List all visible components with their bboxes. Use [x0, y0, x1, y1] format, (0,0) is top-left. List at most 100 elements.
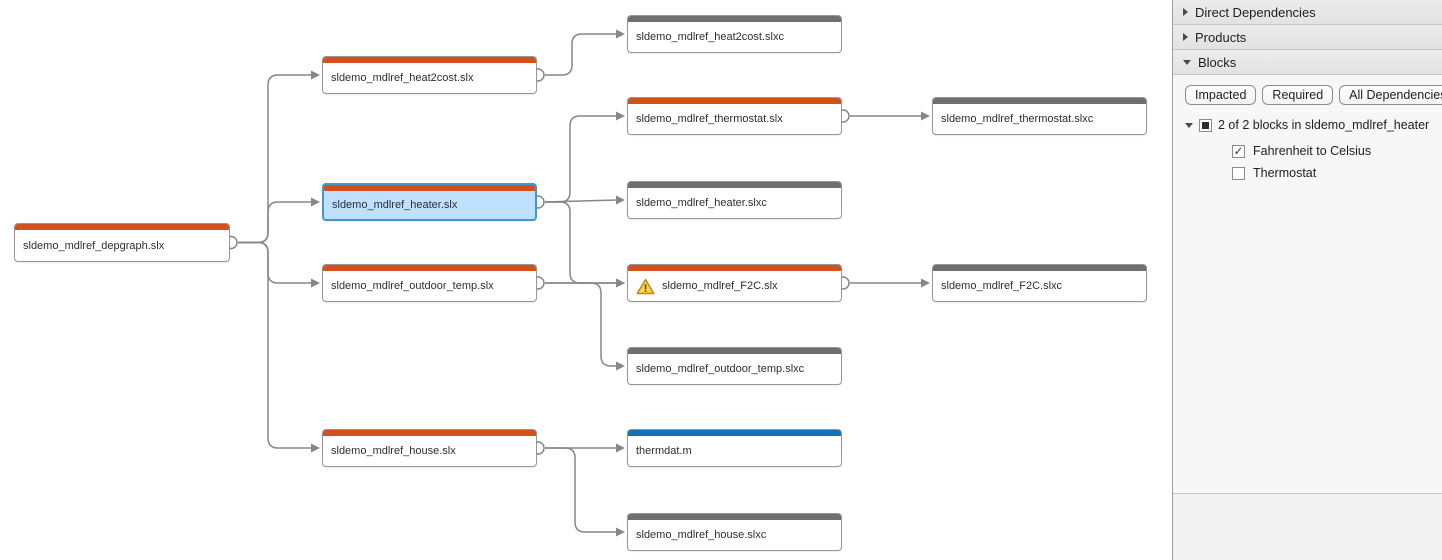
blocks-tree-children: ✓ Fahrenheit to Celsius Thermostat [1185, 140, 1434, 184]
arrowhead-icon [616, 195, 625, 205]
checkbox-partial-fill [1202, 121, 1209, 129]
node-status-bar [15, 224, 229, 230]
node-label: sldemo_mdlref_F2C.slx [662, 280, 778, 292]
node-label-row: sldemo_mdlref_outdoor_temp.slx [323, 271, 536, 301]
arrowhead-icon [616, 527, 625, 537]
graph-node-f2c_slx[interactable]: sldemo_mdlref_F2C.slx [627, 264, 842, 302]
graph-node-heat2cost_slx[interactable]: sldemo_mdlref_heat2cost.slx [322, 56, 537, 94]
node-label: sldemo_mdlref_heat2cost.slx [331, 72, 474, 84]
section-header-blocks[interactable]: Blocks [1173, 50, 1442, 75]
tree-collapse-icon[interactable] [1185, 122, 1193, 128]
dependency-graph-canvas[interactable]: sldemo_mdlref_depgraph.slx sldemo_mdlref_… [0, 0, 1172, 560]
node-label-row: sldemo_mdlref_house.slx [323, 436, 536, 466]
filter-button-row: Impacted Required All Dependencies [1185, 85, 1442, 105]
node-status-bar [628, 182, 841, 188]
node-label: sldemo_mdlref_heater.slx [332, 199, 458, 211]
graph-node-depgraph_slx[interactable]: sldemo_mdlref_depgraph.slx [14, 223, 230, 262]
node-label-row: thermdat.m [628, 436, 841, 466]
block-item-thermostat[interactable]: Thermostat [1185, 162, 1434, 184]
graph-node-heater_slx[interactable]: sldemo_mdlref_heater.slx [322, 183, 537, 221]
section-label: Products [1195, 29, 1247, 45]
warning-icon [636, 278, 655, 294]
graph-node-thermostat_slxc[interactable]: sldemo_mdlref_thermostat.slxc [932, 97, 1147, 135]
node-label: sldemo_mdlref_house.slxc [636, 529, 767, 541]
section-label: Blocks [1198, 54, 1237, 70]
section-header-direct-dependencies[interactable]: Direct Dependencies [1173, 0, 1442, 25]
arrowhead-icon [311, 197, 320, 207]
blocks-section-body: Impacted Required All Dependencies 2 of … [1173, 75, 1442, 184]
graph-node-heater_slxc[interactable]: sldemo_mdlref_heater.slxc [627, 181, 842, 219]
node-label-row: sldemo_mdlref_F2C.slxc [933, 271, 1146, 301]
graph-node-house_slxc[interactable]: sldemo_mdlref_house.slxc [627, 513, 842, 551]
node-label: sldemo_mdlref_thermostat.slx [636, 113, 783, 125]
node-status-bar [628, 430, 841, 436]
checkmark-icon: ✓ [1233, 144, 1244, 158]
node-status-bar [628, 98, 841, 104]
node-label-row: sldemo_mdlref_heat2cost.slxc [628, 22, 841, 52]
node-label-row: sldemo_mdlref_heater.slx [324, 191, 535, 219]
node-label-row: sldemo_mdlref_heater.slxc [628, 188, 841, 218]
node-label-row: sldemo_mdlref_thermostat.slxc [933, 104, 1146, 134]
arrowhead-icon [616, 443, 625, 453]
node-label: sldemo_mdlref_heater.slxc [636, 197, 767, 209]
section-label: Direct Dependencies [1195, 4, 1316, 20]
unchecked-checkbox[interactable] [1232, 166, 1245, 180]
blocks-root-checkbox[interactable] [1199, 118, 1212, 132]
dependency-edge [545, 115, 617, 203]
node-label-row: sldemo_mdlref_heat2cost.slx [323, 63, 536, 93]
impacted-filter-button[interactable]: Impacted [1185, 85, 1257, 105]
chevron-right-icon [1183, 33, 1188, 41]
arrowhead-icon [616, 29, 625, 39]
graph-node-outdoor_temp_slx[interactable]: sldemo_mdlref_outdoor_temp.slx [322, 264, 537, 302]
dependency-edge [238, 74, 312, 244]
dependency-edge [544, 199, 618, 203]
blocks-tree-root-label: 2 of 2 blocks in sldemo_mdlref_heater [1218, 118, 1430, 132]
node-status-bar [628, 265, 841, 271]
required-filter-button[interactable]: Required [1262, 85, 1334, 105]
node-label: sldemo_mdlref_heat2cost.slxc [636, 31, 784, 43]
node-label-row: sldemo_mdlref_depgraph.slx [15, 230, 229, 261]
block-item-fahrenheit-to-celsius[interactable]: ✓ Fahrenheit to Celsius [1185, 140, 1434, 162]
dependency-edge [545, 201, 617, 284]
arrowhead-icon [616, 111, 625, 121]
graph-node-thermdat_m[interactable]: thermdat.m [627, 429, 842, 467]
node-status-bar [628, 16, 841, 22]
node-status-bar [933, 265, 1146, 271]
arrowhead-icon [616, 361, 625, 371]
checked-checkbox[interactable]: ✓ [1232, 144, 1245, 158]
panel-divider [1173, 493, 1442, 494]
blocks-tree-root: 2 of 2 blocks in sldemo_mdlref_heater [1185, 118, 1434, 132]
arrowhead-icon [616, 278, 625, 288]
graph-node-heat2cost_slxc[interactable]: sldemo_mdlref_heat2cost.slxc [627, 15, 842, 53]
node-status-bar [323, 57, 536, 63]
node-label: sldemo_mdlref_outdoor_temp.slx [331, 280, 494, 292]
dependency-edge [545, 447, 617, 533]
block-item-label: Fahrenheit to Celsius [1253, 144, 1372, 158]
node-status-bar [933, 98, 1146, 104]
arrowhead-icon [311, 443, 320, 453]
node-label: sldemo_mdlref_F2C.slxc [941, 280, 1063, 292]
node-label: sldemo_mdlref_thermostat.slxc [941, 113, 1094, 125]
node-status-bar [324, 185, 535, 191]
node-label-row: sldemo_mdlref_outdoor_temp.slxc [628, 354, 841, 384]
section-header-products[interactable]: Products [1173, 25, 1442, 50]
graph-node-f2c_slxc[interactable]: sldemo_mdlref_F2C.slxc [932, 264, 1147, 302]
arrowhead-icon [616, 278, 625, 288]
panel-bottom-area [1173, 494, 1442, 560]
node-label: sldemo_mdlref_outdoor_temp.slxc [636, 363, 805, 375]
graph-node-house_slx[interactable]: sldemo_mdlref_house.slx [322, 429, 537, 467]
dependency-edge [238, 201, 312, 244]
arrowhead-icon [921, 111, 930, 121]
graph-node-outdoor_temp_slxc[interactable]: sldemo_mdlref_outdoor_temp.slxc [627, 347, 842, 385]
chevron-right-icon [1183, 8, 1188, 16]
graph-node-thermostat_slx[interactable]: sldemo_mdlref_thermostat.slx [627, 97, 842, 135]
node-label-row: sldemo_mdlref_F2C.slx [628, 271, 841, 301]
node-label-row: sldemo_mdlref_thermostat.slx [628, 104, 841, 134]
all-dependencies-filter-button[interactable]: All Dependencies [1339, 85, 1442, 105]
node-label: thermdat.m [636, 445, 692, 457]
node-label: sldemo_mdlref_house.slx [331, 445, 456, 457]
block-item-label: Thermostat [1253, 166, 1317, 180]
node-status-bar [628, 514, 841, 520]
node-label: sldemo_mdlref_depgraph.slx [23, 239, 165, 252]
